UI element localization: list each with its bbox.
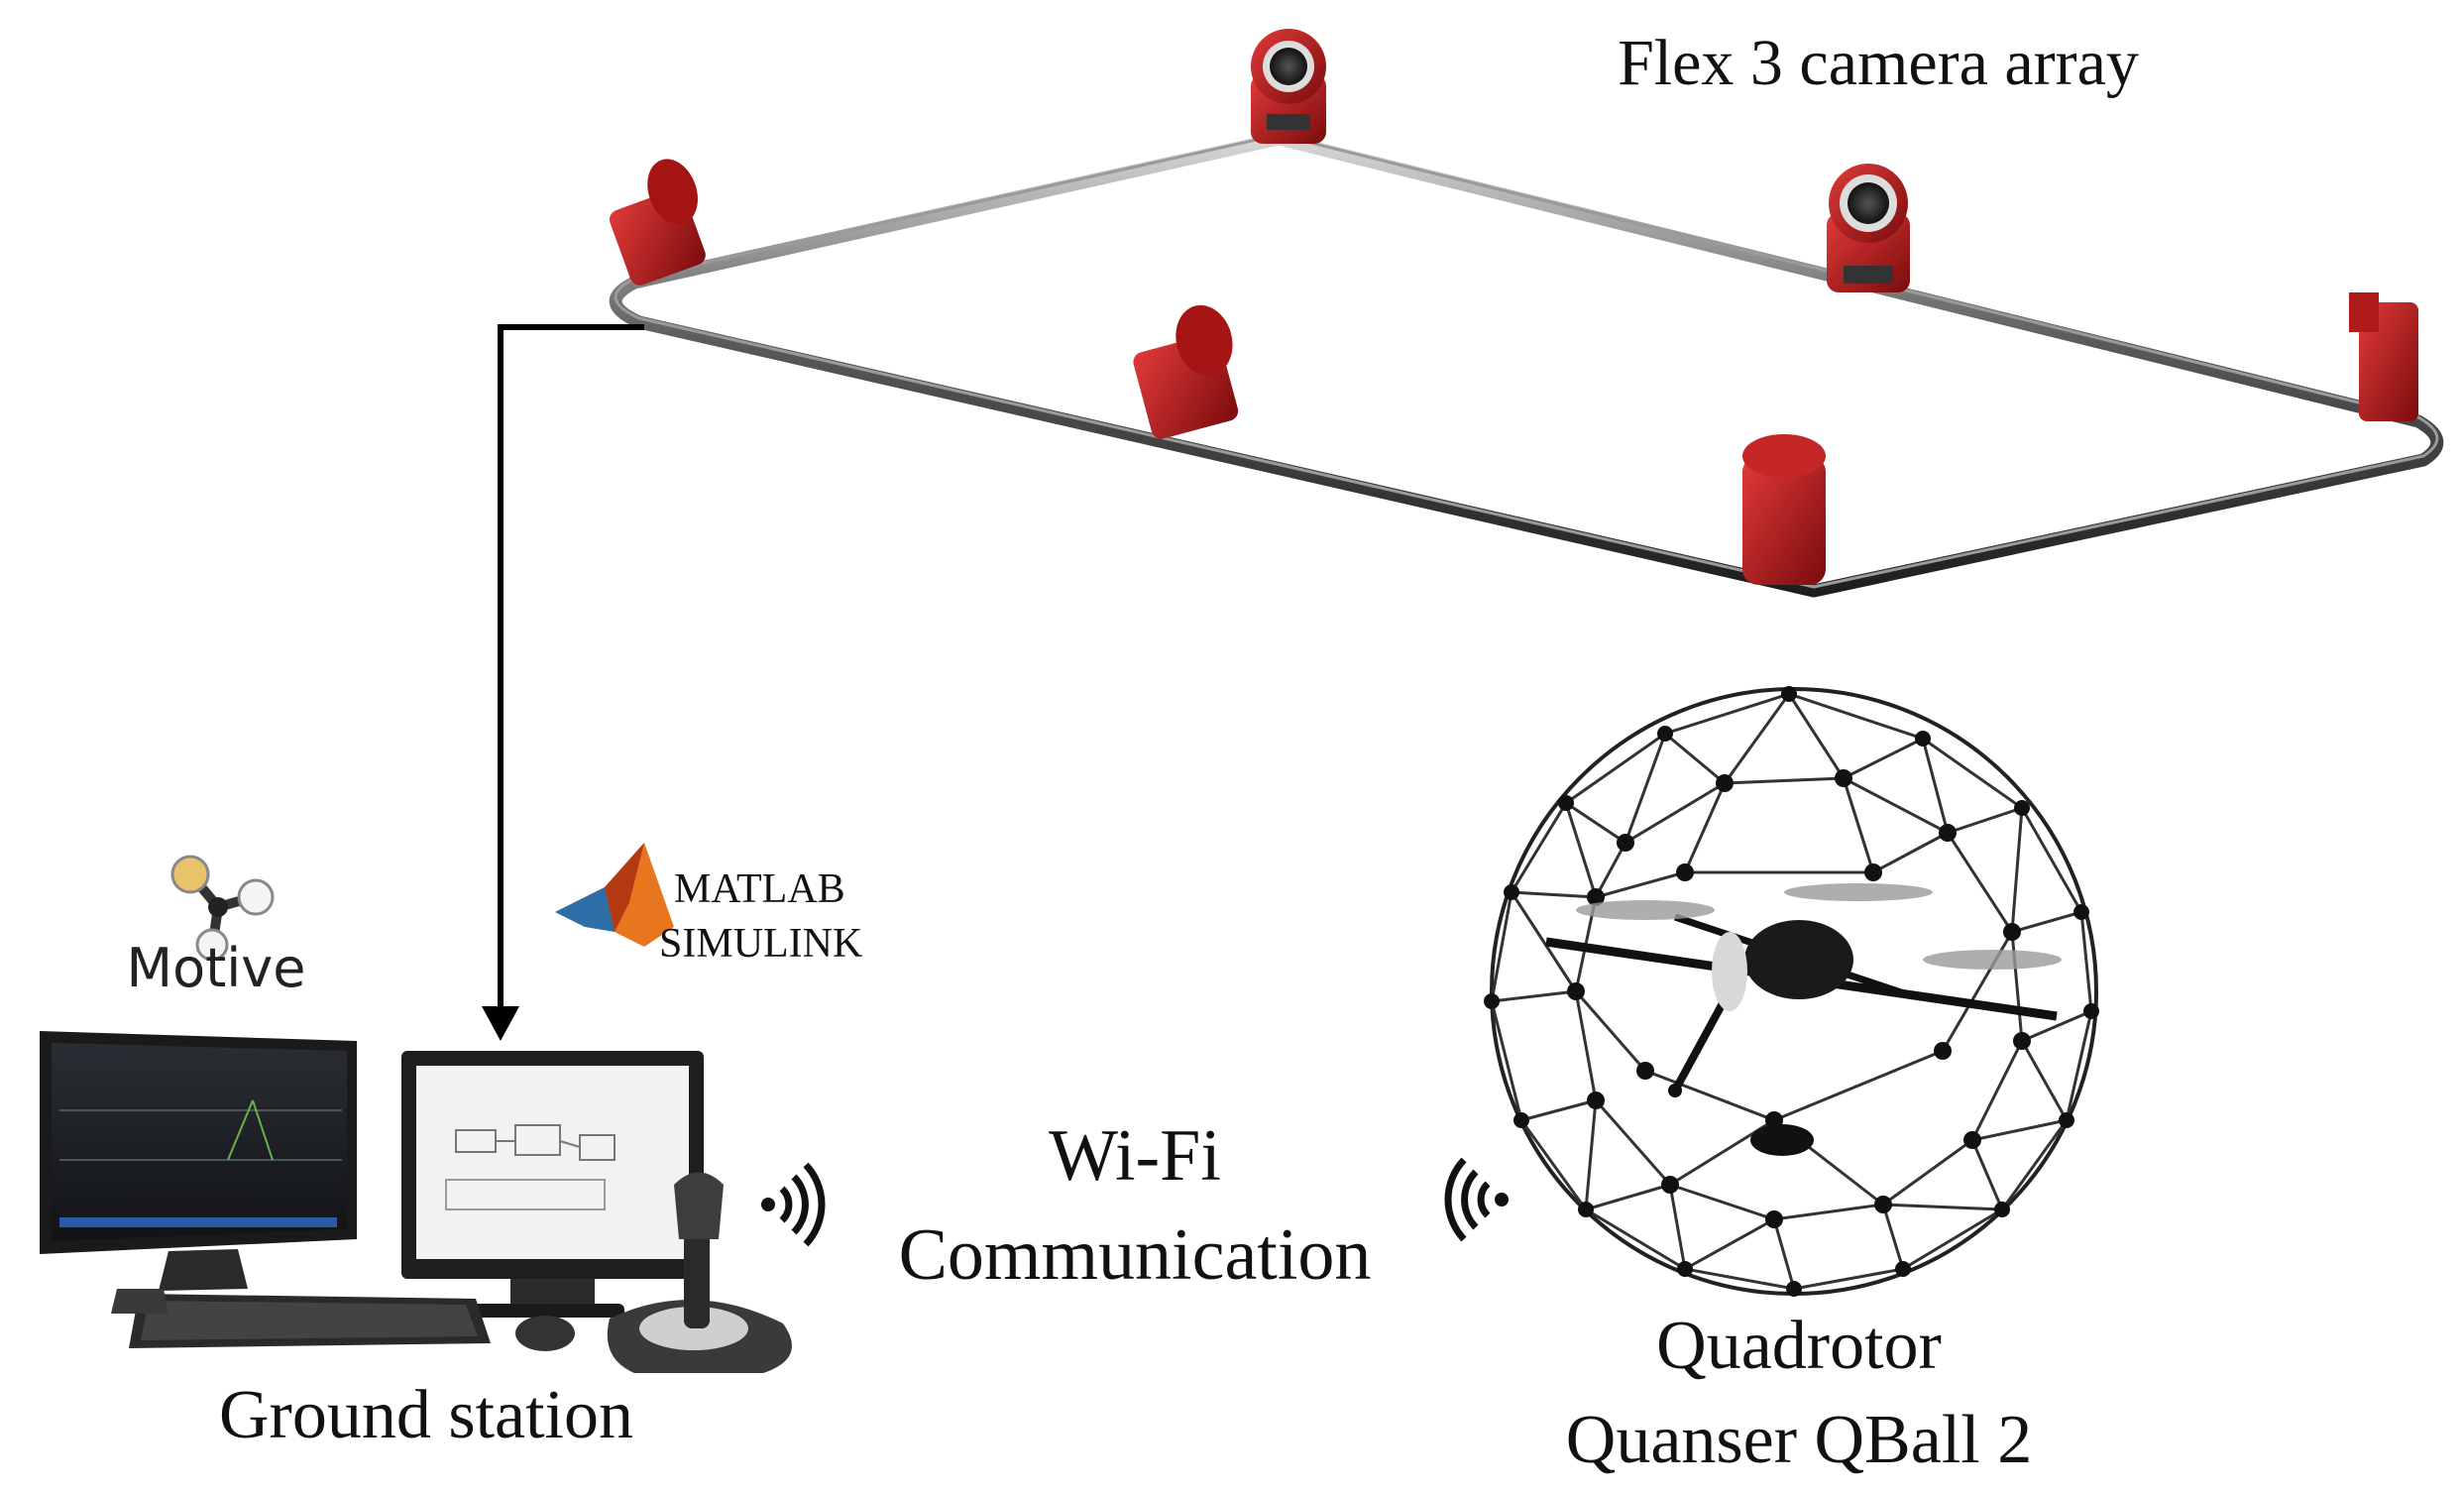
motive-logo-text: Motive [127, 937, 306, 999]
camera-icon [1742, 434, 1826, 585]
matlab-logo-icon [555, 843, 674, 947]
camera-icon [1133, 304, 1239, 439]
motive-logo-icon [170, 855, 275, 962]
monitor-icon [40, 1031, 357, 1291]
quadrotor-label-line2: Quanser QBall 2 [1566, 1402, 2032, 1478]
monitor-icon [401, 1051, 704, 1318]
camera-icon [609, 159, 706, 286]
connection-arrow [482, 324, 644, 1041]
quadrotor-label-line1: Quadrotor [1656, 1308, 1942, 1384]
keyboard-icon [111, 1289, 575, 1351]
camera-icon [1827, 164, 1910, 292]
ground-station-label: Ground station [219, 1377, 633, 1453]
joystick-icon [607, 1172, 792, 1373]
camera-rail [609, 132, 2444, 598]
camera-icon [1251, 29, 1326, 144]
wifi-signal-icon [761, 1162, 826, 1247]
camera-icon [2349, 292, 2418, 421]
cage-nodes [1484, 686, 2099, 1297]
simulink-logo-text: SIMULINK [659, 921, 862, 967]
matlab-logo-text: MATLAB [674, 866, 845, 912]
wifi-label-line1: Wi-Fi [1049, 1115, 1221, 1197]
wifi-signal-icon [1444, 1157, 1509, 1242]
drone-body [1545, 883, 2062, 1156]
wifi-label-line2: Communication [899, 1214, 1372, 1296]
camera-array-label: Flex 3 camera array [1618, 27, 2139, 99]
